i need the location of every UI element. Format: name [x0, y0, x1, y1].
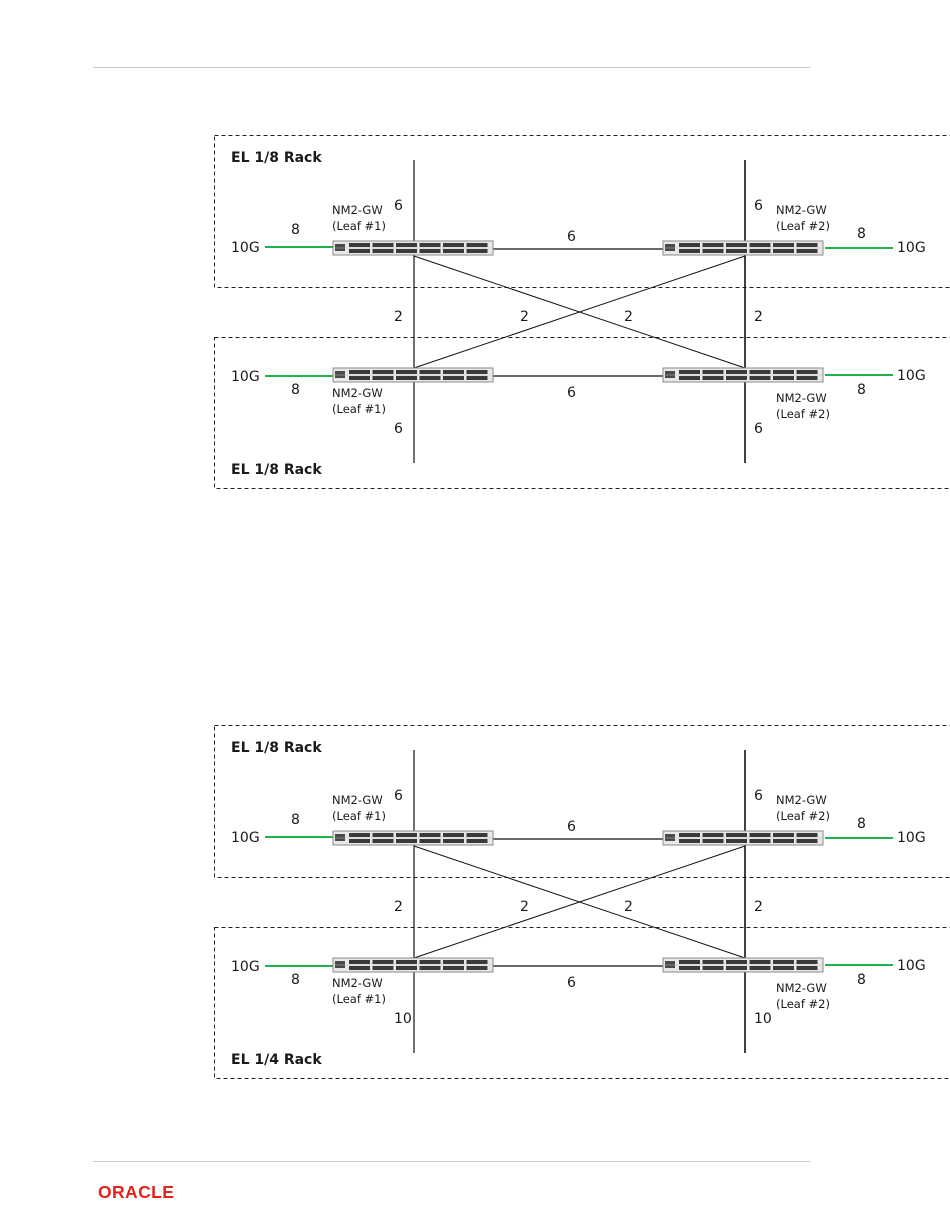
- leaf-label-top-right: (Leaf #2): [776, 219, 830, 233]
- switch-bottom-right: [663, 958, 823, 972]
- device-label-bottom-right: NM2-GW: [776, 391, 827, 405]
- cross-count-right-diagonal: 2: [624, 309, 633, 325]
- leaf-label-bottom-right: (Leaf #2): [776, 407, 830, 421]
- spine-count-top-right: 6: [754, 788, 763, 804]
- network-diagram-1: EL 1/8 Rack EL 1/8 Rack NM2-GW (Leaf #1)…: [0, 135, 950, 505]
- uplink-count-bottom-right: 8: [857, 382, 866, 398]
- bottom-rack-box: [215, 338, 950, 489]
- speed-bottom-right: 10G: [897, 958, 926, 974]
- inter-leaf-count-top: 6: [567, 819, 576, 835]
- network-diagram-svg: EL 1/8 Rack EL 1/8 Rack NM2-GW (Leaf #1)…: [0, 135, 950, 505]
- uplink-count-top-left: 8: [291, 222, 300, 238]
- speed-top-left: 10G: [231, 830, 260, 846]
- cross-count-right-diagonal: 2: [624, 899, 633, 915]
- device-label-top-left: NM2-GW: [332, 203, 383, 217]
- uplink-count-top-right: 8: [857, 226, 866, 242]
- cross-count-left-vertical: 2: [394, 309, 403, 325]
- bottom-rack-label: EL 1/8 Rack: [231, 462, 322, 478]
- network-diagram-svg: EL 1/8 Rack EL 1/4 Rack NM2-GW (Leaf #1)…: [0, 725, 950, 1095]
- device-label-bottom-left: NM2-GW: [332, 386, 383, 400]
- leaf-label-top-left: (Leaf #1): [332, 809, 386, 823]
- network-diagram-2: EL 1/8 Rack EL 1/4 Rack NM2-GW (Leaf #1)…: [0, 725, 950, 1095]
- top-rack-box: [215, 136, 950, 288]
- cross-count-right-vertical: 2: [754, 899, 763, 915]
- cross-count-left-diagonal: 2: [520, 309, 529, 325]
- device-label-bottom-left: NM2-GW: [332, 976, 383, 990]
- speed-top-left: 10G: [231, 240, 260, 256]
- top-rack-box: [215, 726, 950, 878]
- device-label-top-right: NM2-GW: [776, 793, 827, 807]
- leaf-label-bottom-right: (Leaf #2): [776, 997, 830, 1011]
- leaf-label-top-right: (Leaf #2): [776, 809, 830, 823]
- header-rule: [93, 67, 810, 68]
- leaf-label-top-left: (Leaf #1): [332, 219, 386, 233]
- cross-count-left-diagonal: 2: [520, 899, 529, 915]
- oracle-logo-text: ORACLE: [98, 1182, 174, 1202]
- bottom-rack-box: [215, 928, 950, 1079]
- switch-top-left: [333, 831, 493, 845]
- switch-bottom-left: [333, 958, 493, 972]
- inter-leaf-count-bottom: 6: [567, 385, 576, 401]
- switch-top-left: [333, 241, 493, 255]
- device-label-bottom-right: NM2-GW: [776, 981, 827, 995]
- inter-leaf-count-bottom: 6: [567, 975, 576, 991]
- switch-bottom-right: [663, 368, 823, 382]
- spine-count-bottom-right: 10: [754, 1011, 772, 1027]
- device-label-top-left: NM2-GW: [332, 793, 383, 807]
- leaf-label-bottom-left: (Leaf #1): [332, 992, 386, 1006]
- spine-count-bottom-left: 6: [394, 421, 403, 437]
- uplink-count-top-left: 8: [291, 812, 300, 828]
- speed-bottom-right: 10G: [897, 368, 926, 384]
- speed-bottom-left: 10G: [231, 369, 260, 385]
- cross-count-left-vertical: 2: [394, 899, 403, 915]
- footer-rule: [93, 1161, 810, 1162]
- uplink-count-bottom-left: 8: [291, 972, 300, 988]
- spine-count-bottom-right: 6: [754, 421, 763, 437]
- speed-top-right: 10G: [897, 240, 926, 256]
- speed-top-right: 10G: [897, 830, 926, 846]
- spine-count-top-right: 6: [754, 198, 763, 214]
- top-rack-label: EL 1/8 Rack: [231, 150, 322, 166]
- spine-count-top-left: 6: [394, 788, 403, 804]
- device-label-top-right: NM2-GW: [776, 203, 827, 217]
- speed-bottom-left: 10G: [231, 959, 260, 975]
- bottom-rack-label: EL 1/4 Rack: [231, 1052, 322, 1068]
- leaf-label-bottom-left: (Leaf #1): [332, 402, 386, 416]
- inter-leaf-count-top: 6: [567, 229, 576, 245]
- uplink-count-bottom-left: 8: [291, 382, 300, 398]
- switch-top-right: [663, 831, 823, 845]
- switch-top-right: [663, 241, 823, 255]
- cross-count-right-vertical: 2: [754, 309, 763, 325]
- uplink-count-bottom-right: 8: [857, 972, 866, 988]
- switch-bottom-left: [333, 368, 493, 382]
- top-rack-label: EL 1/8 Rack: [231, 740, 322, 756]
- spine-count-top-left: 6: [394, 198, 403, 214]
- uplink-count-top-right: 8: [857, 816, 866, 832]
- spine-count-bottom-left: 10: [394, 1011, 412, 1027]
- oracle-logo: ORACLE: [98, 1181, 208, 1203]
